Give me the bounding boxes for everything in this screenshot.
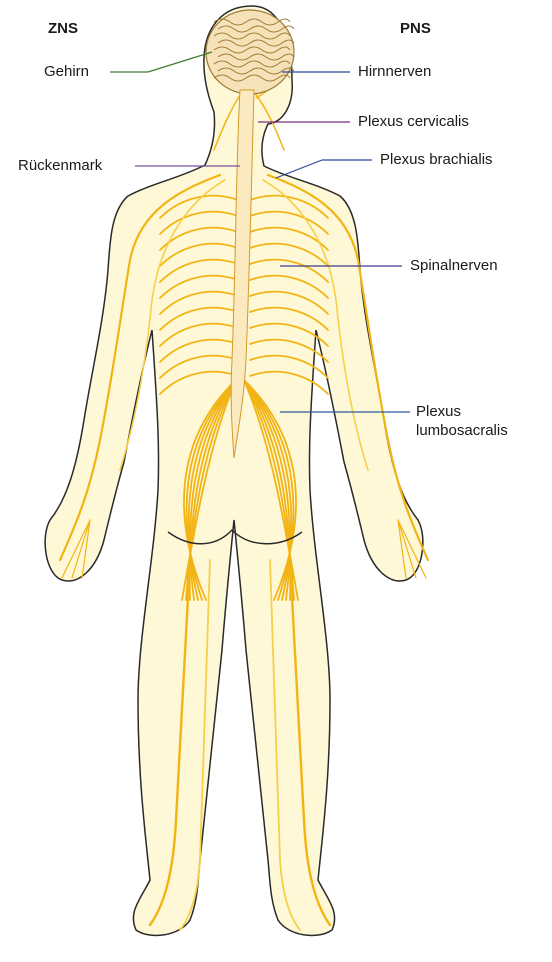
label-plexus-brachialis: Plexus brachialis [380,150,493,169]
brain [206,10,294,94]
label-gehirn: Gehirn [44,62,89,81]
label-rueckenmark: Rückenmark [18,156,102,175]
label-hirnnerven: Hirnnerven [358,62,431,81]
label-spinalnerven: Spinalnerven [410,256,498,275]
leader-gehirn-2 [148,52,212,72]
label-plexus-cervicalis: Plexus cervicalis [358,112,469,131]
body-silhouette [45,6,423,935]
header-zns: ZNS [48,20,78,37]
header-pns: PNS [400,20,431,37]
label-plexus-lumbosacralis-line1: Plexus [416,402,461,421]
label-plexus-lumbosacralis-line2: lumbosacralis [416,421,508,440]
leader-brachialis [276,160,322,178]
